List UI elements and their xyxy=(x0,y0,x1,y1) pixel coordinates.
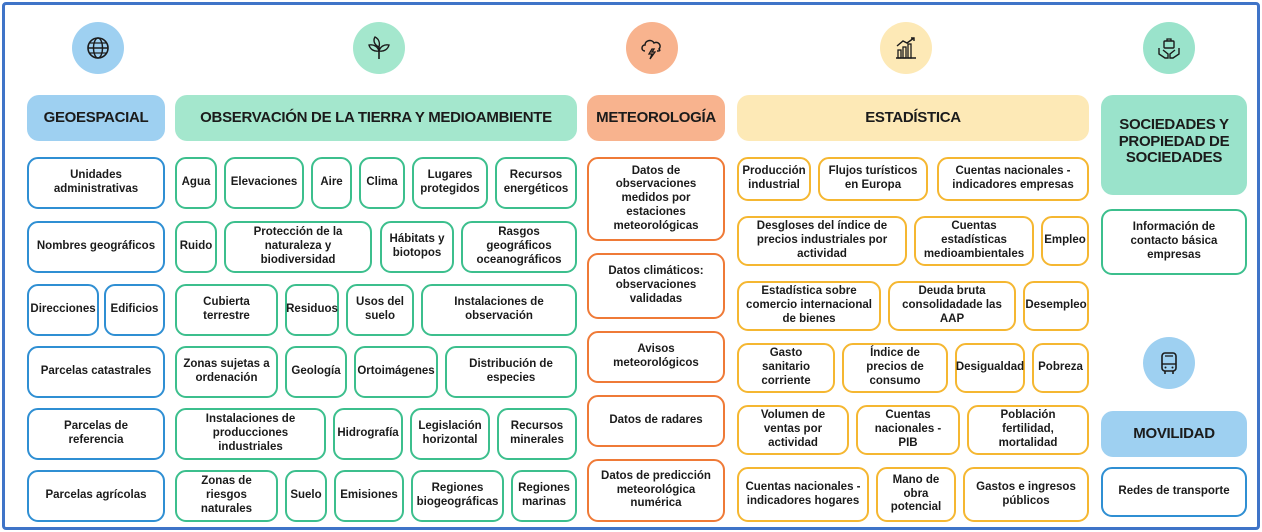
chip-obs[interactable]: Zonas de riesgos naturales xyxy=(175,470,278,522)
chip-obs[interactable]: Hidrografía xyxy=(333,408,403,460)
chip-obs[interactable]: Elevaciones xyxy=(224,157,304,209)
bar-chart-icon xyxy=(880,22,932,74)
chip-obs[interactable]: Suelo xyxy=(285,470,327,522)
chip-met[interactable]: Datos de predicción meteorológica numéri… xyxy=(587,459,725,522)
chip-geo[interactable]: Unidades administrativas xyxy=(27,157,165,209)
chip-obs[interactable]: Instalaciones de producciones industrial… xyxy=(175,408,326,460)
chip-est[interactable]: Mano de obra potencial xyxy=(876,467,956,522)
chip-est[interactable]: Cuentas nacionales - PIB xyxy=(856,405,960,455)
chip-est[interactable]: Cuentas estadísticas medioambientales xyxy=(914,216,1034,266)
chip-geo[interactable]: Edificios xyxy=(104,284,165,336)
chip-geo[interactable]: Direcciones xyxy=(27,284,99,336)
chip-met[interactable]: Avisos meteorológicos xyxy=(587,331,725,383)
chip-est[interactable]: Gastos e ingresos públicos xyxy=(963,467,1089,522)
met-header: METEOROLOGÍA xyxy=(587,95,725,141)
chip-mov[interactable]: Redes de transporte xyxy=(1101,467,1247,517)
chip-est[interactable]: Cuentas nacionales - indicadores hogares xyxy=(737,467,869,522)
chip-obs[interactable]: Distribución de especies xyxy=(445,346,577,398)
chip-obs[interactable]: Ruido xyxy=(175,221,217,273)
mov-header: MOVILIDAD xyxy=(1101,411,1247,457)
chip-obs[interactable]: Lugares protegidos xyxy=(412,157,488,209)
chip-obs[interactable]: Protección de la naturaleza y biodiversi… xyxy=(224,221,372,273)
chip-obs[interactable]: Agua xyxy=(175,157,217,209)
chip-obs[interactable]: Legislación horizontal xyxy=(410,408,490,460)
chip-est[interactable]: Desempleo xyxy=(1023,281,1089,331)
chip-geo[interactable]: Nombres geográficos xyxy=(27,221,165,273)
leaf-icon xyxy=(353,22,405,74)
chip-est[interactable]: Flujos turísticos en Europa xyxy=(818,157,928,201)
chip-obs[interactable]: Recursos energéticos xyxy=(495,157,577,209)
chip-obs[interactable]: Geología xyxy=(285,346,347,398)
chip-obs[interactable]: Aire xyxy=(311,157,352,209)
chip-est[interactable]: Pobreza xyxy=(1032,343,1089,393)
chip-obs[interactable]: Residuos xyxy=(285,284,339,336)
chip-obs[interactable]: Ortoimágenes xyxy=(354,346,438,398)
chip-obs[interactable]: Hábitats y biotopos xyxy=(380,221,454,273)
chip-est[interactable]: Población fertilidad, mortalidad xyxy=(967,405,1089,455)
chip-est[interactable]: Cuentas nacionales - indicadores empresa… xyxy=(937,157,1089,201)
chip-obs[interactable]: Regiones biogeográficas xyxy=(411,470,504,522)
chip-est[interactable]: Deuda bruta consolidadade las AAP xyxy=(888,281,1016,331)
est-header: ESTADÍSTICA xyxy=(737,95,1089,141)
storm-cloud-icon xyxy=(626,22,678,74)
chip-obs[interactable]: Zonas sujetas a ordenación xyxy=(175,346,278,398)
chip-met[interactable]: Datos de observaciones medidos por estac… xyxy=(587,157,725,241)
chip-obs[interactable]: Clima xyxy=(359,157,405,209)
chip-est[interactable]: Gasto sanitario corriente xyxy=(737,343,835,393)
chip-est[interactable]: Empleo xyxy=(1041,216,1089,266)
chip-est[interactable]: Desgloses del índice de precios industri… xyxy=(737,216,907,266)
chip-met[interactable]: Datos de radares xyxy=(587,395,725,447)
chip-obs[interactable]: Emisiones xyxy=(334,470,404,522)
bus-icon xyxy=(1143,337,1195,389)
chip-est[interactable]: Índice de precios de consumo xyxy=(842,343,948,393)
geo-header: GEOESPACIAL xyxy=(27,95,165,141)
chip-geo[interactable]: Parcelas de referencia xyxy=(27,408,165,460)
chip-est[interactable]: Desigualdad xyxy=(955,343,1025,393)
chip-obs[interactable]: Instalaciones de observación xyxy=(421,284,577,336)
soc-header: SOCIEDADES Y PROPIEDAD DE SOCIEDADES xyxy=(1101,95,1247,195)
chip-obs[interactable]: Regiones marinas xyxy=(511,470,577,522)
chip-obs[interactable]: Rasgos geográficos oceanográficos xyxy=(461,221,577,273)
chip-obs[interactable]: Usos del suelo xyxy=(346,284,414,336)
globe-icon xyxy=(72,22,124,74)
chip-est[interactable]: Estadística sobre comercio internacional… xyxy=(737,281,881,331)
chip-geo[interactable]: Parcelas agrícolas xyxy=(27,470,165,522)
chip-obs[interactable]: Cubierta terrestre xyxy=(175,284,278,336)
obs-header: OBSERVACIÓN DE LA TIERRA Y MEDIOAMBIENTE xyxy=(175,95,577,141)
chip-est[interactable]: Producción industrial xyxy=(737,157,811,201)
chip-met[interactable]: Datos climáticos: observaciones validada… xyxy=(587,253,725,319)
hands-briefcase-icon xyxy=(1143,22,1195,74)
chip-obs[interactable]: Recursos minerales xyxy=(497,408,577,460)
chip-geo[interactable]: Parcelas catastrales xyxy=(27,346,165,398)
chip-soc[interactable]: Información de contacto básica empresas xyxy=(1101,209,1247,275)
chip-est[interactable]: Volumen de ventas por actividad xyxy=(737,405,849,455)
